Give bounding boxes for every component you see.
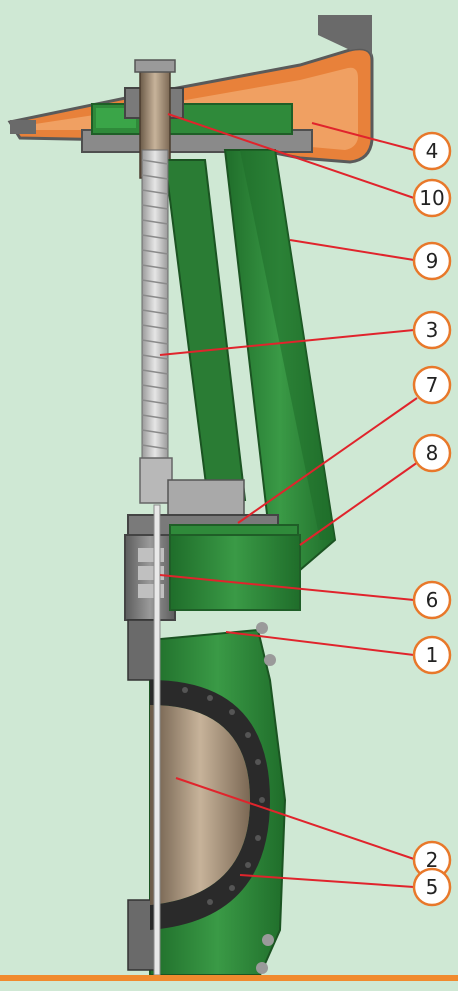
callout-1: 1 bbox=[412, 635, 452, 675]
leader-line-6 bbox=[159, 574, 415, 601]
yoke-legs bbox=[163, 149, 337, 572]
leader-line-4 bbox=[311, 122, 415, 151]
leader-line-5 bbox=[239, 874, 415, 888]
gate-blade bbox=[153, 504, 161, 976]
threaded-stem bbox=[139, 149, 173, 504]
callout-6: 6 bbox=[412, 580, 452, 620]
bottom-rule bbox=[0, 975, 458, 981]
callout-8: 8 bbox=[412, 433, 452, 473]
callout-label-7: 7 bbox=[426, 373, 439, 397]
callout-3: 3 bbox=[412, 310, 452, 350]
flange-seat-ring bbox=[150, 680, 270, 930]
callouts: 4 10 9 3 7 8 6 1 bbox=[412, 131, 452, 907]
leader-line-2 bbox=[175, 777, 415, 860]
leader-line-9 bbox=[289, 239, 415, 261]
leader-line-3 bbox=[159, 329, 415, 356]
callout-7: 7 bbox=[412, 365, 452, 405]
leader-line-1 bbox=[225, 631, 415, 656]
callout-label-6: 6 bbox=[426, 588, 439, 612]
callout-label-5: 5 bbox=[426, 875, 439, 899]
callout-label-10: 10 bbox=[419, 186, 444, 210]
leader-line-8 bbox=[299, 461, 419, 546]
callout-10: 10 bbox=[412, 178, 452, 218]
leader-lines bbox=[159, 113, 419, 888]
callout-label-2: 2 bbox=[426, 848, 439, 872]
leader-line-10 bbox=[167, 113, 415, 199]
yoke-top-plate bbox=[81, 103, 313, 153]
packing-box bbox=[124, 534, 301, 621]
callout-label-8: 8 bbox=[426, 441, 439, 465]
callout-label-9: 9 bbox=[426, 249, 439, 273]
callout-9: 9 bbox=[412, 241, 452, 281]
valve-bore bbox=[150, 705, 250, 905]
callout-label-1: 1 bbox=[426, 643, 439, 667]
callout-5: 5 bbox=[412, 867, 452, 907]
callout-4: 4 bbox=[412, 131, 452, 171]
callout-label-4: 4 bbox=[426, 139, 439, 163]
leader-line-7 bbox=[237, 397, 418, 524]
callout-label-3: 3 bbox=[426, 318, 439, 342]
